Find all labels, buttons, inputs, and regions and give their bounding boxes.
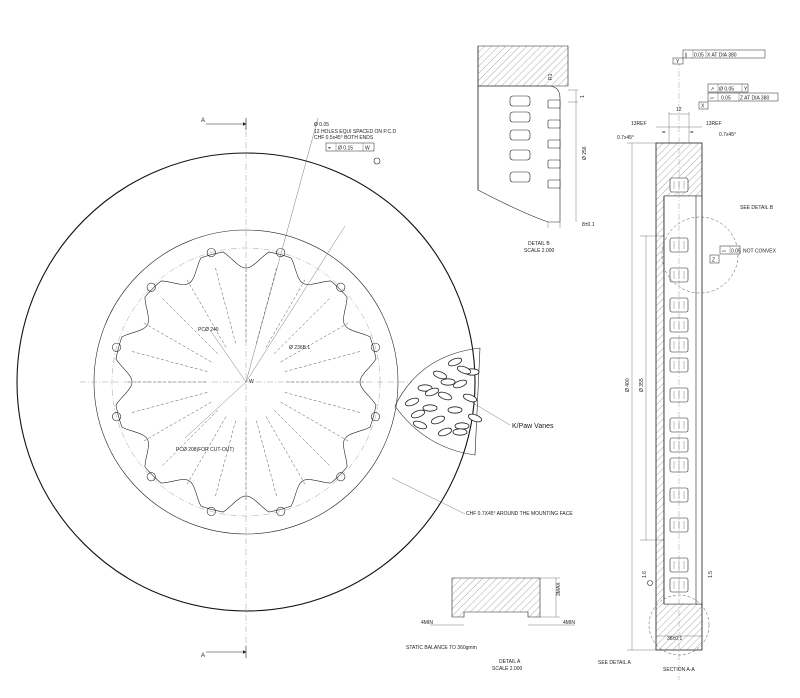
- svg-text:0.7x45°: 0.7x45°: [719, 132, 736, 138]
- vane: [452, 428, 468, 436]
- svg-text:36±0.1: 36±0.1: [667, 636, 682, 642]
- vane: [417, 384, 433, 392]
- mounting-hole: [276, 506, 286, 516]
- svg-text:R1: R1: [548, 73, 554, 80]
- vane: [452, 379, 468, 389]
- svg-text:W: W: [365, 146, 370, 152]
- position-icon: ⌖: [328, 146, 331, 152]
- svg-text:1.6: 1.6: [642, 571, 648, 578]
- see-detail-a: SEE DETAIL A: [598, 660, 631, 666]
- vane: [437, 391, 453, 401]
- mounting-hole: [112, 342, 122, 352]
- flatness-icon: ▱: [710, 96, 714, 102]
- svg-text:13REF: 13REF: [631, 121, 647, 127]
- vane: [404, 397, 420, 407]
- svg-text:CHF 0.5x45° BOTH ENDS: CHF 0.5x45° BOTH ENDS: [314, 135, 374, 141]
- svg-text:4MIN: 4MIN: [421, 620, 433, 626]
- vane: [410, 409, 426, 419]
- svg-text:X AT DIA 380: X AT DIA 380: [707, 53, 737, 59]
- detail-b-scale: SCALE 2.000: [524, 248, 555, 254]
- vane: [430, 415, 446, 425]
- detail-a-title: DETAIL A: [499, 659, 521, 665]
- svg-text:12 HOLES EQUI SPACED ON P.C.D: 12 HOLES EQUI SPACED ON P.C.D: [314, 129, 396, 135]
- svg-text:0.05: 0.05: [731, 249, 741, 255]
- svg-text:=: =: [690, 130, 694, 136]
- section-arrow-bottom: A: [201, 646, 247, 659]
- svg-text:3MAX: 3MAX: [556, 582, 562, 596]
- runout-icon: ↗: [710, 87, 714, 93]
- vane: [462, 393, 478, 403]
- vane: [412, 420, 428, 430]
- svg-text:1.5: 1.5: [708, 571, 714, 578]
- svg-text:Ø 355: Ø 355: [639, 378, 645, 392]
- vane: [447, 406, 463, 414]
- svg-text:Ø 256: Ø 256: [582, 146, 588, 160]
- mounting-hole: [146, 282, 156, 292]
- section-title: SECTION A-A: [663, 667, 695, 673]
- svg-text:Ø 0.05: Ø 0.05: [314, 122, 329, 128]
- svg-text:Y: Y: [744, 87, 748, 93]
- pcd-label: PCØ 240: [198, 327, 219, 333]
- svg-text:Y: Y: [676, 59, 680, 65]
- vane: [432, 370, 448, 380]
- vane: [424, 387, 440, 397]
- vane: [440, 378, 456, 386]
- detail-a-scale: SCALE 2.000: [492, 666, 523, 672]
- detail-b: R1 1 Ø 256 8±0.1 DETAIL B SCALE 2.000: [477, 45, 595, 254]
- vane: [437, 427, 453, 437]
- pcd-cutout-label: PCØ 208(FOR CUT-OUT): [176, 447, 234, 453]
- svg-text:Ø 0.05: Ø 0.05: [719, 87, 734, 93]
- mounting-hole: [370, 412, 380, 422]
- svg-text:4MIN: 4MIN: [563, 620, 575, 626]
- svg-text:=: =: [662, 130, 666, 136]
- mounting-hole: [370, 342, 380, 352]
- inner-dia-label: Ø 236B.1: [289, 345, 310, 351]
- vanes-callout: K/Paw Vanes: [467, 399, 554, 430]
- mounting-hole: [112, 412, 122, 422]
- svg-text:Ø 0.15: Ø 0.15: [338, 146, 353, 152]
- vane: [454, 422, 470, 430]
- datum-w-label: W: [249, 379, 254, 385]
- mounting-hole: [206, 506, 216, 516]
- vane: [447, 357, 463, 367]
- parallelism-icon: ∥: [685, 53, 688, 59]
- detail-b-title: DETAIL B: [528, 241, 550, 247]
- mounting-hole: [206, 248, 216, 258]
- svg-text:X: X: [701, 104, 705, 110]
- svg-text:A: A: [201, 118, 205, 124]
- mounting-hole: [336, 472, 346, 482]
- svg-text:1: 1: [580, 95, 586, 98]
- front-view: W: [16, 117, 483, 648]
- svg-text:K/Paw Vanes: K/Paw Vanes: [512, 423, 554, 430]
- svg-text:Z: Z: [712, 258, 715, 264]
- svg-text:0.7x45°: 0.7x45°: [617, 135, 634, 141]
- see-detail-b: SEE DETAIL B: [740, 205, 774, 211]
- static-balance: STATIC BALANCE TO 360gmm: [406, 645, 477, 651]
- svg-text:0.05: 0.05: [721, 96, 731, 102]
- vane: [456, 365, 472, 375]
- section-a-a: Ø 400 Ø 355 36±0.1 1.6 1.5 SEE DETAIL A …: [598, 49, 779, 680]
- svg-text:0.05: 0.05: [694, 53, 704, 59]
- detail-a: 3MAX 4MIN 4MIN STATIC BALANCE TO 360gmm …: [406, 577, 575, 672]
- mounting-hole: [146, 472, 156, 482]
- mounting-hole: [276, 248, 286, 258]
- svg-text:NOT CONVEX: NOT CONVEX: [743, 249, 777, 255]
- flatness-icon-2: ▱: [722, 249, 726, 255]
- svg-text:A: A: [201, 653, 205, 659]
- svg-text:Ø 400: Ø 400: [625, 378, 631, 392]
- hole-callout: Ø 0.05 12 HOLES EQUI SPACED ON P.C.D CHF…: [314, 122, 396, 165]
- svg-text:CHF 0.7X45° AROUND THE MOUNTIN: CHF 0.7X45° AROUND THE MOUNTING FACE: [466, 511, 573, 517]
- svg-text:12: 12: [676, 107, 682, 113]
- vane-cutaway: [394, 347, 483, 456]
- svg-text:13REF: 13REF: [706, 121, 722, 127]
- section-arrow-top: A: [201, 118, 247, 130]
- mounting-hole: [336, 282, 346, 292]
- vane: [422, 404, 438, 412]
- vane: [467, 413, 483, 423]
- mounting-holes: [112, 248, 380, 516]
- svg-text:8±0.1: 8±0.1: [582, 222, 595, 228]
- chamfer-callout: CHF 0.7X45° AROUND THE MOUNTING FACE: [391, 477, 573, 517]
- svg-text:Z AT DIA 380: Z AT DIA 380: [740, 96, 769, 102]
